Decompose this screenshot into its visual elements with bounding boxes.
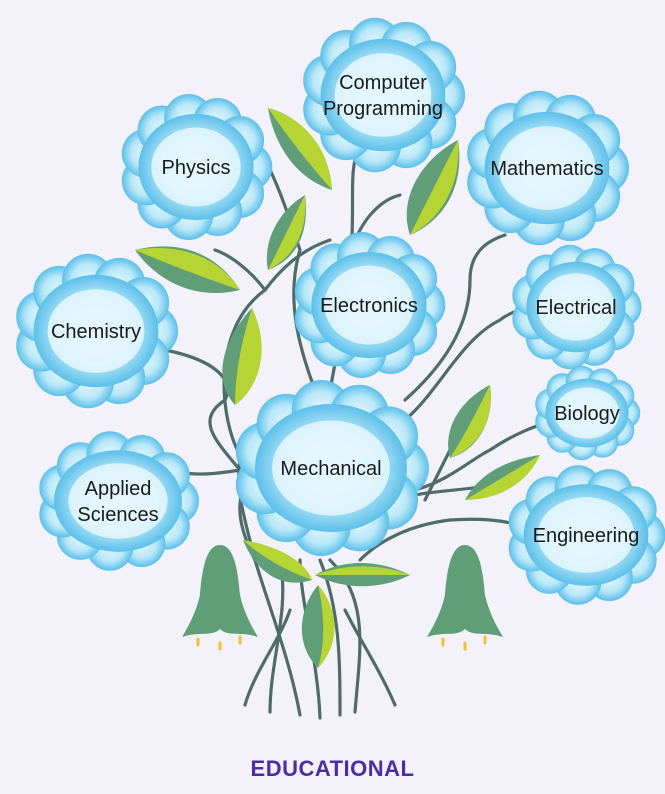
leaf-5 (222, 308, 262, 405)
stem-6 (243, 608, 292, 707)
cloud-label-mechanical: Mechanical (280, 458, 381, 480)
cloud-label-electronics: Electronics (320, 295, 418, 317)
cloud-label-computer-programming-line-1: Computer (339, 72, 427, 94)
leaf-11 (301, 585, 335, 668)
cloud-label-applied-sciences-line-1: Applied (85, 478, 152, 500)
cloud-label-chemistry: Chemistry (51, 321, 141, 343)
cloud-mechanical: Mechanical (235, 380, 429, 556)
cloud-mathematics: Mathematics (467, 90, 630, 246)
cloud-label-mathematics: Mathematics (490, 158, 603, 180)
cloud-label-electrical: Electrical (535, 297, 616, 319)
cloud-biology: Biology (535, 365, 641, 461)
bell-flower-2 (427, 545, 503, 651)
bell-flower-1 (182, 545, 258, 651)
cloud-physics: Physics (121, 94, 273, 240)
leaf-9 (243, 540, 312, 583)
leaf-8 (465, 455, 540, 500)
cloud-label-biology: Biology (554, 403, 620, 425)
stem-9 (213, 248, 268, 457)
stem-14 (403, 233, 507, 402)
stem-7 (343, 608, 397, 707)
cloud-electrical: Electrical (512, 244, 642, 370)
stem-11 (268, 168, 317, 392)
leaf-2 (406, 140, 460, 235)
cloud-chemistry: Chemistry (16, 253, 179, 409)
tree-leaves (135, 108, 595, 668)
cloud-label-engineering: Engineering (533, 525, 640, 547)
stem-18 (358, 517, 522, 562)
leaf-10 (315, 562, 410, 587)
cloud-label-applied-sciences-line-2: Sciences (77, 504, 158, 526)
leaf-7 (448, 385, 491, 458)
cloud-label-physics: Physics (162, 157, 231, 179)
leaf-1 (268, 108, 332, 190)
bell-flowers (182, 545, 503, 651)
cloud-engineering: Engineering (508, 465, 665, 605)
stem-10 (263, 238, 332, 292)
leaf-4 (135, 246, 240, 294)
cloud-electronics: Electronics (294, 232, 446, 378)
caption-title: EDUCATIONAL (250, 756, 415, 781)
leaf-3 (266, 195, 306, 270)
cloud-label-computer-programming-line-2: Programming (323, 98, 443, 120)
